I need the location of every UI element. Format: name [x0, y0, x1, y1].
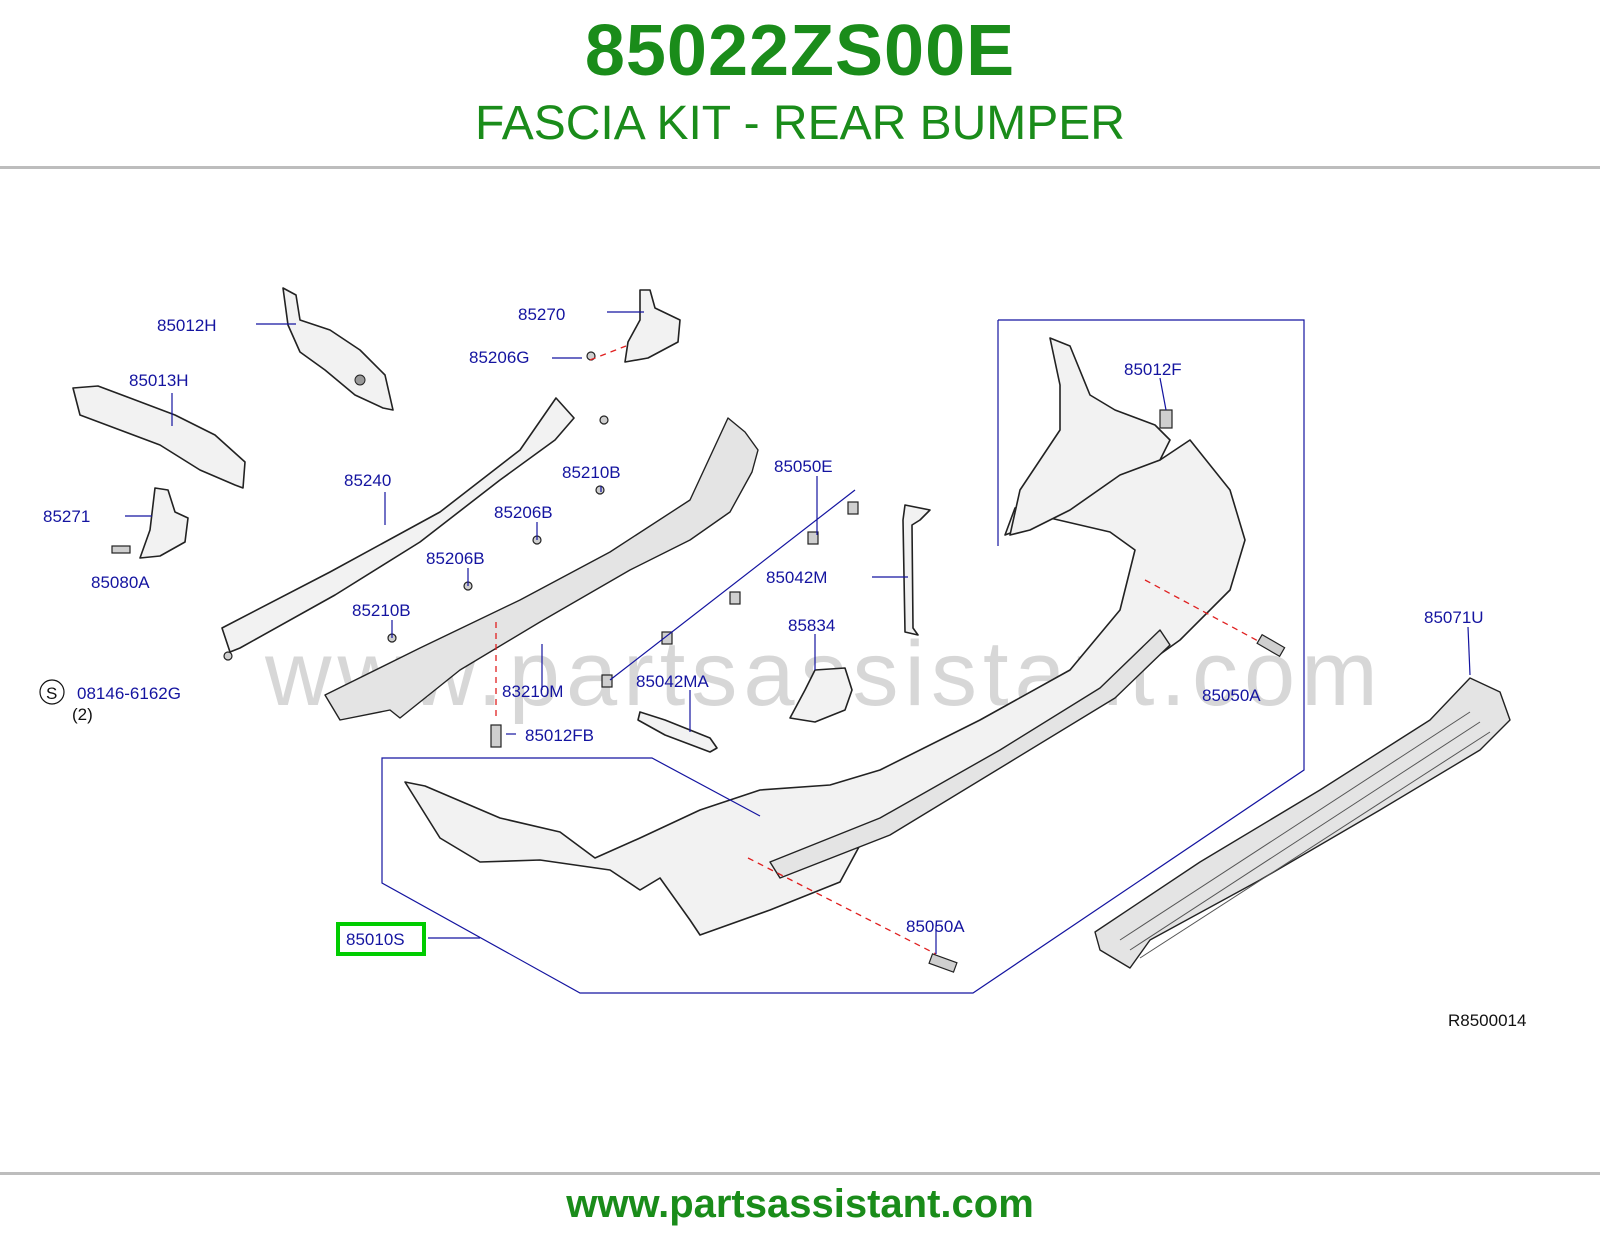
grille-mesh	[1119, 711, 1491, 959]
fascia-kit-group-outline	[381, 319, 1305, 994]
fascia-side-85012F-shape	[1009, 337, 1171, 536]
alignment-line	[747, 857, 937, 955]
cover-85834-shape	[789, 667, 853, 723]
diagram-reference-code: R8500014	[1448, 1011, 1526, 1030]
footer-website-link[interactable]: www.partsassistant.com	[566, 1182, 1034, 1226]
page-header: 85022ZS00E FASCIA KIT - REAR BUMPER	[0, 0, 1600, 168]
parts-diagram: www.partsassistant.com	[39, 287, 1526, 1030]
label-85080A[interactable]: 85080A	[91, 573, 150, 592]
label-85042MA[interactable]: 85042MA	[636, 672, 709, 691]
label-85834[interactable]: 85834	[788, 616, 835, 635]
label-85012H[interactable]: 85012H	[157, 316, 217, 335]
bracket-85271-shape	[139, 487, 189, 559]
label-08146-quantity: (2)	[72, 705, 93, 724]
fascia-recess-shape	[769, 629, 1171, 879]
grille-85071U-shape	[1094, 677, 1511, 969]
standard-part-prefix: S	[46, 684, 57, 703]
alignment-line	[589, 345, 627, 361]
stay-85042MA-shape	[637, 711, 718, 753]
leader-lines	[125, 311, 1471, 954]
label-83210M[interactable]: 83210M	[502, 682, 563, 701]
clip-group-outline	[609, 489, 856, 681]
label-85271[interactable]: 85271	[43, 507, 90, 526]
label-85071U[interactable]: 85071U	[1424, 608, 1484, 627]
part-name-subtitle: FASCIA KIT - REAR BUMPER	[475, 97, 1125, 150]
standard-part-circle	[39, 679, 65, 705]
label-85270[interactable]: 85270	[518, 305, 565, 324]
label-08146-6162G[interactable]: 08146-6162G	[77, 684, 181, 703]
label-85010S-highlighted[interactable]: 85010S	[346, 930, 405, 949]
label-85013H[interactable]: 85013H	[129, 371, 189, 390]
label-85050A-right[interactable]: 85050A	[1202, 686, 1261, 705]
footer-divider	[0, 1172, 1600, 1175]
label-85210B-mid[interactable]: 85210B	[352, 601, 411, 620]
label-85050E[interactable]: 85050E	[774, 457, 833, 476]
label-85210B-top[interactable]: 85210B	[562, 463, 621, 482]
label-85206B-mid[interactable]: 85206B	[426, 549, 485, 568]
label-85012FB[interactable]: 85012FB	[525, 726, 594, 745]
label-85240[interactable]: 85240	[344, 471, 391, 490]
part-number-title: 85022ZS00E	[584, 11, 1016, 91]
stay-85042M-shape	[902, 504, 931, 636]
label-85042M[interactable]: 85042M	[766, 568, 827, 587]
label-85050A-bottom[interactable]: 85050A	[906, 917, 965, 936]
bracket-hole	[354, 374, 366, 386]
bracket-85270-shape	[624, 289, 681, 363]
rail-85240-shape	[221, 397, 575, 653]
label-85206G[interactable]: 85206G	[469, 348, 530, 367]
absorber-83210M-shape	[324, 417, 759, 721]
highlight-box	[336, 922, 426, 956]
bracket-85013H-shape	[72, 385, 246, 489]
label-85012F[interactable]: 85012F	[1124, 360, 1182, 379]
bracket-85012H-shape	[282, 287, 394, 411]
label-85206B-top[interactable]: 85206B	[494, 503, 553, 522]
header-divider	[0, 166, 1600, 169]
